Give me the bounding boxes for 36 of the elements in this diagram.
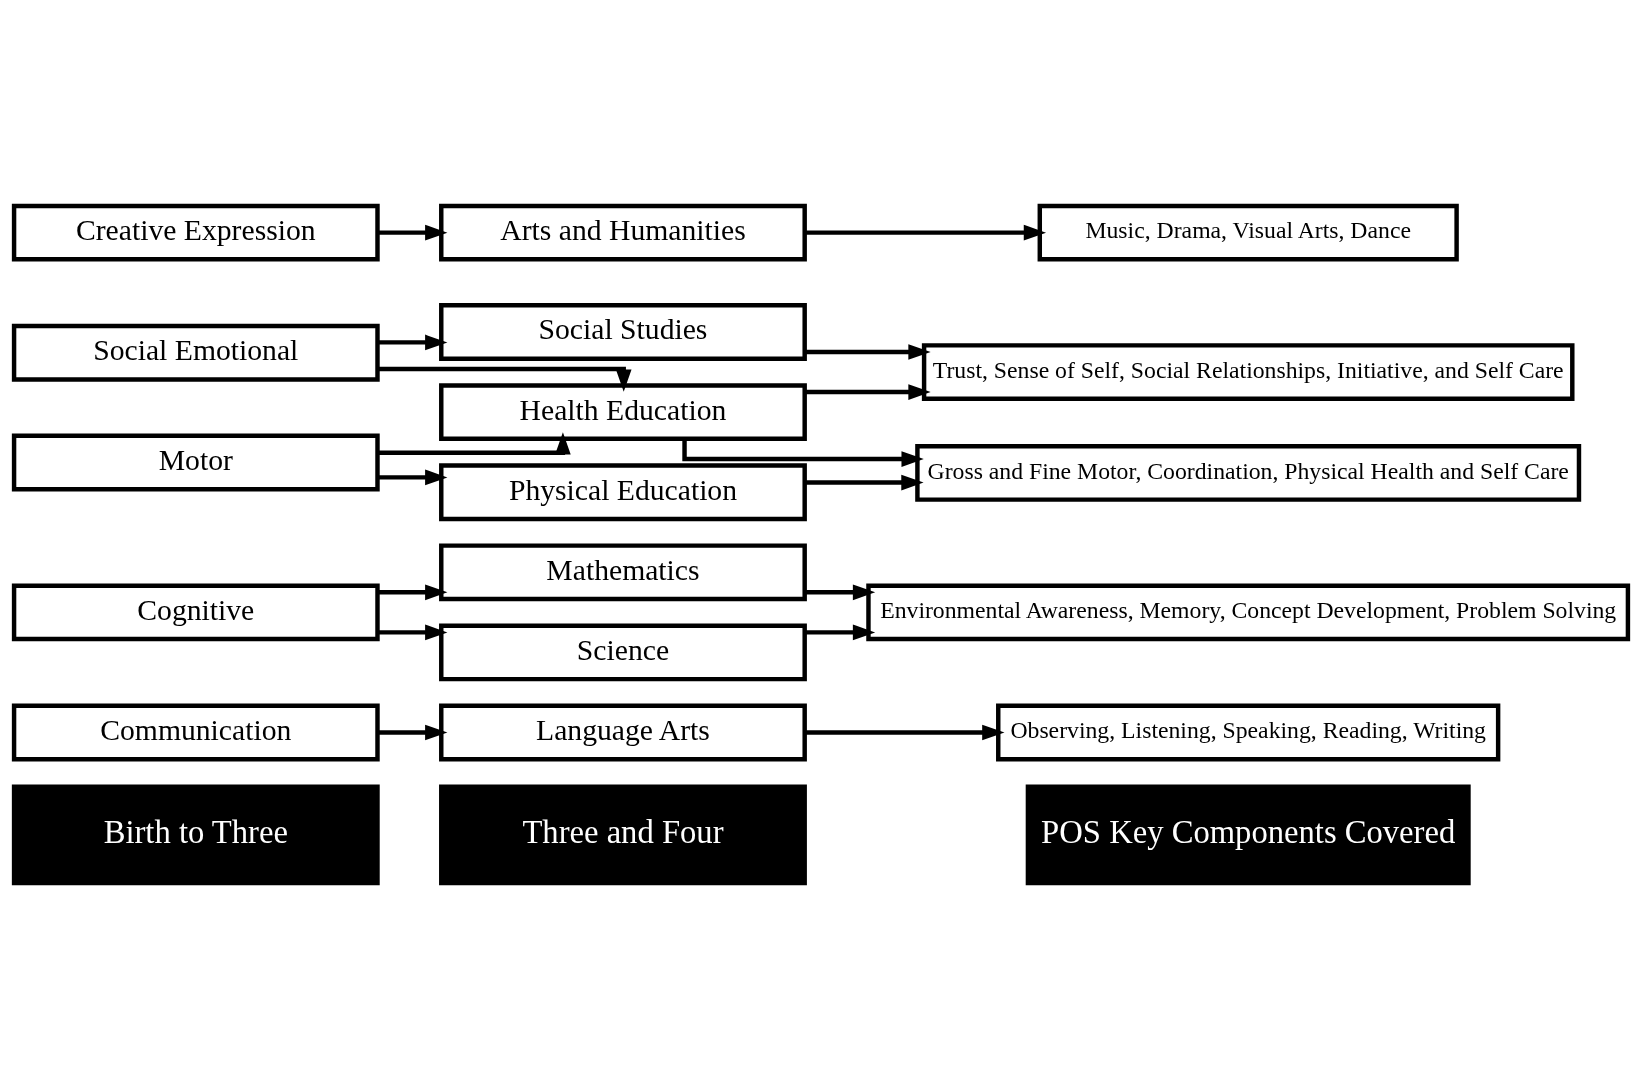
arrow bbox=[805, 384, 931, 400]
arrow bbox=[377, 724, 448, 741]
arrow bbox=[805, 724, 1005, 741]
node-box: Trust, Sense of Self, Social Relationships, Initiative, and Self Care bbox=[921, 343, 1575, 401]
arrow bbox=[805, 224, 1047, 241]
node-box: Gross and Fine Motor, Coordination, Physical Health and Self Care bbox=[915, 444, 1582, 502]
node-box: Arts and Humanities bbox=[439, 203, 807, 262]
arrow bbox=[805, 584, 876, 601]
arrow bbox=[377, 224, 448, 241]
node-box: Three and Four bbox=[439, 784, 807, 886]
node-box: Social Studies bbox=[439, 303, 807, 361]
arrow bbox=[377, 469, 448, 486]
node-box: Birth to Three bbox=[11, 784, 380, 886]
node-box: Language Arts bbox=[439, 703, 807, 762]
arrow bbox=[377, 584, 448, 601]
node-box: Environmental Awareness, Memory, Concept Development, Problem Solving bbox=[866, 583, 1631, 642]
node-box: Physical Education bbox=[439, 463, 807, 522]
node-box: Cognitive bbox=[11, 583, 380, 642]
node-box: POS Key Components Covered bbox=[1025, 784, 1471, 886]
arrow bbox=[377, 366, 632, 392]
node-box: Observing, Listening, Speaking, Reading, Writing bbox=[996, 703, 1501, 762]
node-box: Motor bbox=[11, 433, 380, 492]
node-box: Mathematics bbox=[439, 543, 807, 602]
arrow bbox=[377, 432, 571, 455]
node-box: Science bbox=[439, 623, 807, 682]
node-box: Music, Drama, Visual Arts, Dance bbox=[1037, 203, 1459, 262]
arrow bbox=[377, 624, 448, 641]
node-box: Creative Expression bbox=[11, 203, 380, 262]
arrow bbox=[377, 334, 448, 351]
arrow bbox=[805, 624, 876, 641]
node-box: Communication bbox=[11, 703, 380, 762]
arrow bbox=[682, 438, 924, 467]
node-box: Social Emotional bbox=[11, 323, 380, 382]
arrow bbox=[805, 474, 924, 491]
arrow bbox=[805, 344, 931, 360]
node-box: Health Education bbox=[439, 383, 807, 442]
